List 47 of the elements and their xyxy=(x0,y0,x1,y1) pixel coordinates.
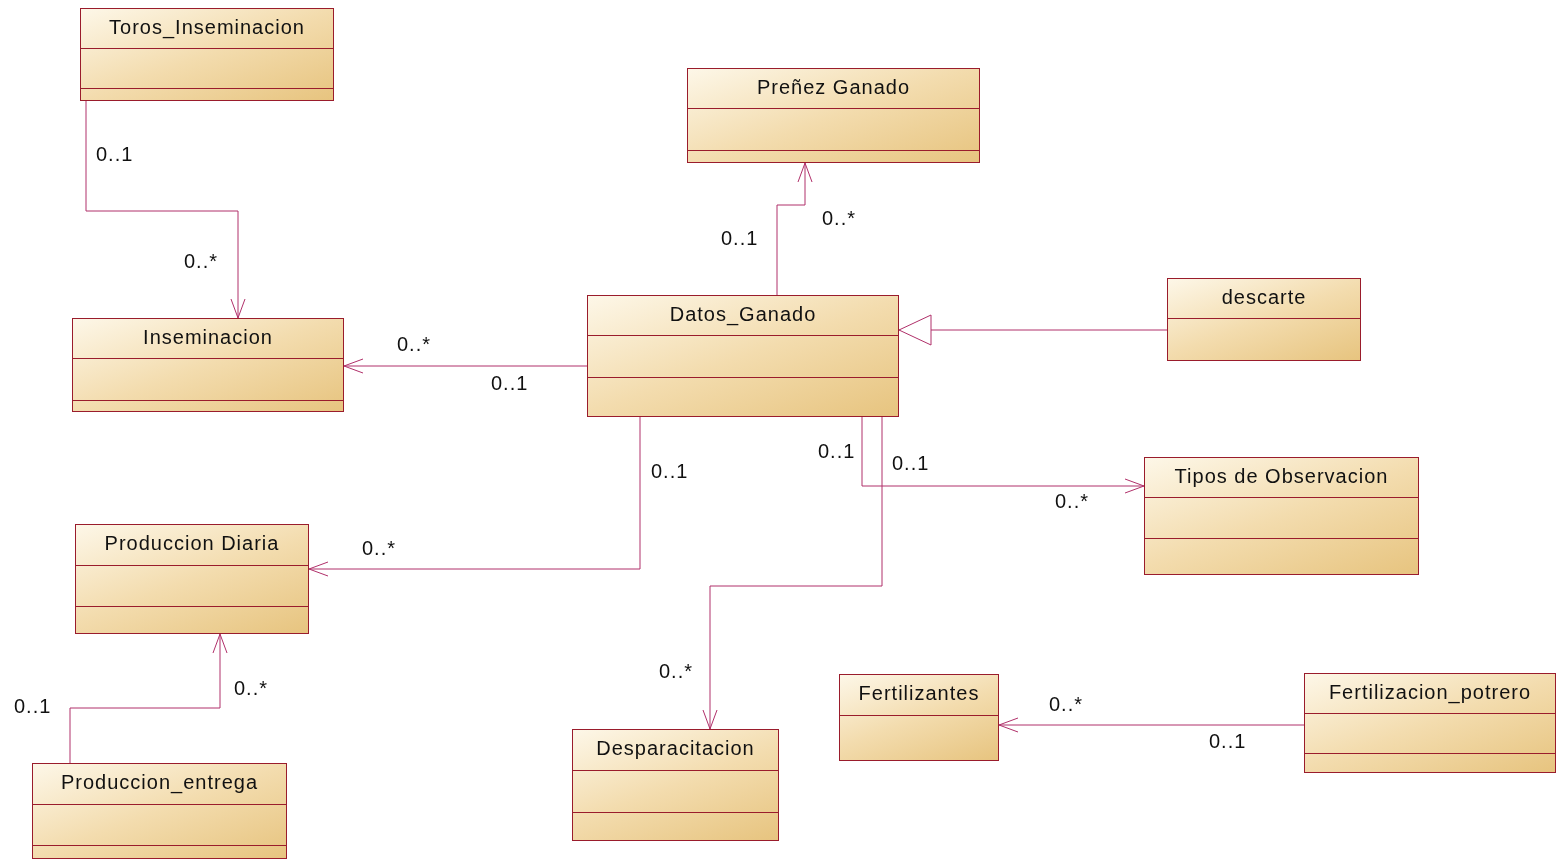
association-arrow xyxy=(308,416,641,577)
multiplicity-label: 0..1 xyxy=(1209,730,1247,752)
multiplicity-label: 0..1 xyxy=(651,460,689,482)
association-arrow xyxy=(861,416,1145,494)
class-name: Preñez Ganado xyxy=(755,76,912,99)
association-arrow xyxy=(776,162,813,296)
class-box xyxy=(839,674,999,761)
multiplicity-label: 0..* xyxy=(362,537,397,559)
association-arrow xyxy=(998,717,1305,733)
multiplicity-label: 0..1 xyxy=(14,695,52,717)
class-box xyxy=(80,8,334,101)
class-box xyxy=(687,68,980,163)
multiplicity-label: 0..1 xyxy=(491,372,529,394)
multiplicity-label: 0..* xyxy=(1049,693,1084,715)
association-arrow xyxy=(85,100,246,319)
multiplicity-label: 0..1 xyxy=(892,452,930,474)
class-box xyxy=(572,729,779,841)
class-name: descarte xyxy=(1220,286,1308,309)
class-name: Inseminacion xyxy=(142,326,274,349)
class-name: Produccion Diaria xyxy=(103,532,281,555)
multiplicity-label: 0..1 xyxy=(721,227,759,249)
class-box xyxy=(1167,278,1361,361)
class-box xyxy=(587,295,899,417)
class-box xyxy=(1304,673,1556,773)
class-name: Tipos de Observacion xyxy=(1173,465,1390,488)
association-arrow xyxy=(69,633,228,764)
association-arrow xyxy=(702,416,883,730)
class-name: Datos_Ganado xyxy=(668,303,818,326)
class-name: Toros_Inseminacion xyxy=(108,16,306,39)
multiplicity-label: 0..1 xyxy=(96,143,134,165)
class-name: Fertilizantes xyxy=(857,682,981,705)
class-box xyxy=(75,524,309,634)
class-name: Fertilizacion_potrero xyxy=(1327,681,1533,704)
class-box xyxy=(1144,457,1419,575)
multiplicity-label: 0..* xyxy=(1055,490,1090,512)
generalization-arrow xyxy=(898,314,1168,346)
multiplicity-label: 0..1 xyxy=(818,440,856,462)
multiplicity-label: 0..* xyxy=(659,660,694,682)
association-arrow xyxy=(343,358,588,374)
multiplicity-label: 0..* xyxy=(184,250,219,272)
class-name: Desparacitacion xyxy=(595,737,756,760)
multiplicity-label: 0..* xyxy=(234,677,269,699)
multiplicity-label: 0..* xyxy=(822,207,857,229)
multiplicity-label: 0..* xyxy=(397,333,432,355)
class-box xyxy=(72,318,344,412)
class-box xyxy=(32,763,287,859)
class-name: Produccion_entrega xyxy=(60,771,259,794)
